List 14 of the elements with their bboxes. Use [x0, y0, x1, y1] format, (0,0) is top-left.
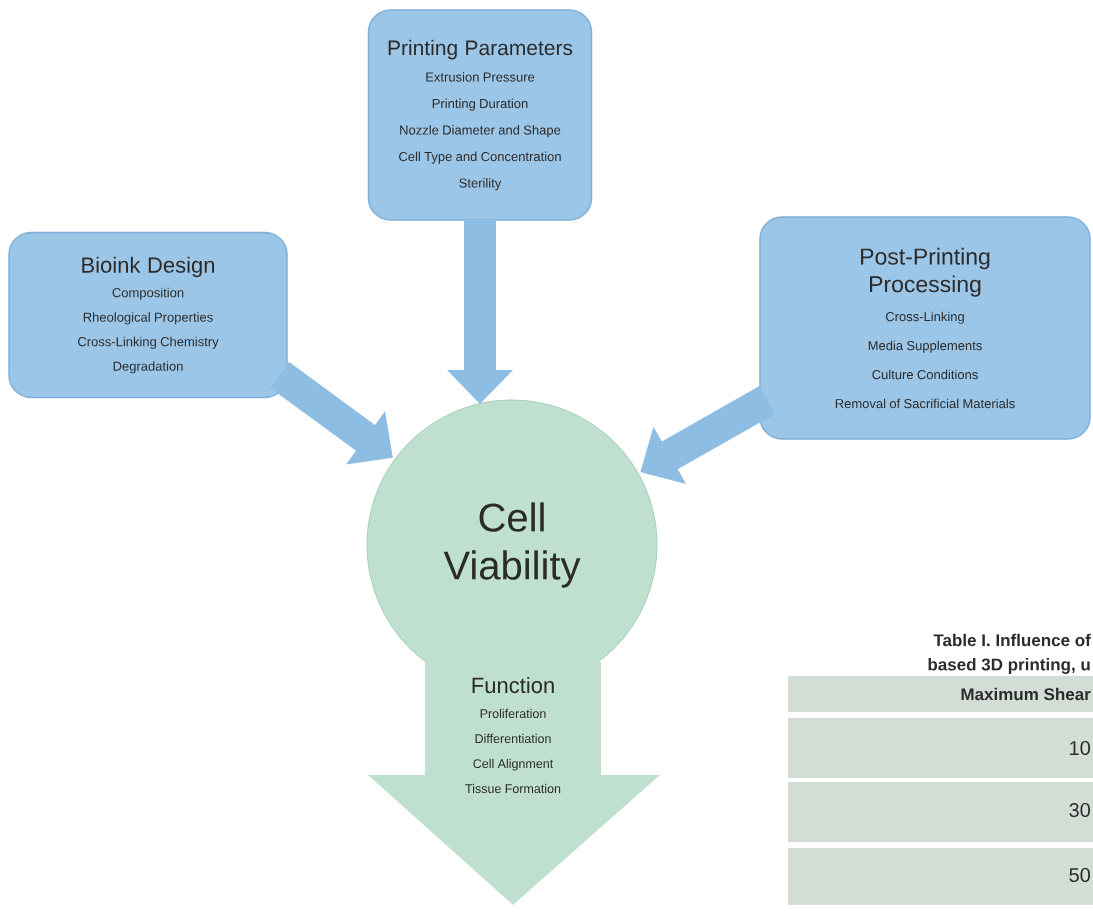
node-label: Proliferation — [480, 708, 546, 719]
table-caption: based 3D printing, u — [928, 658, 1090, 674]
table-value: 30 — [1069, 802, 1090, 818]
node-label: Function — [472, 676, 554, 694]
table-value: 10 — [1070, 740, 1090, 756]
rounded-box: Printing Parameters Extrusion Pressure Printing Duration Nozzle Diameter and Shape Cell Type and Concentration Sterility — [367, 9, 593, 221]
table-header: Maximum Shear — [961, 687, 1091, 701]
node-label: Tissue Formation — [465, 783, 561, 794]
table-value: 50 — [1069, 867, 1090, 883]
node-label: Differentiation — [475, 733, 551, 744]
rounded-box: Post-Printing Processing Cross-Linking Media Supplements Culture Conditions Removal of Sacrificial Materials — [759, 216, 1091, 440]
node-label: Cell Alignment — [473, 758, 554, 771]
table-caption: Table I. Influence of — [933, 633, 1091, 647]
rounded-box: Bioink Design Composition Rheological Properties Cross-Linking Chemistry Degradation — [8, 231, 288, 399]
